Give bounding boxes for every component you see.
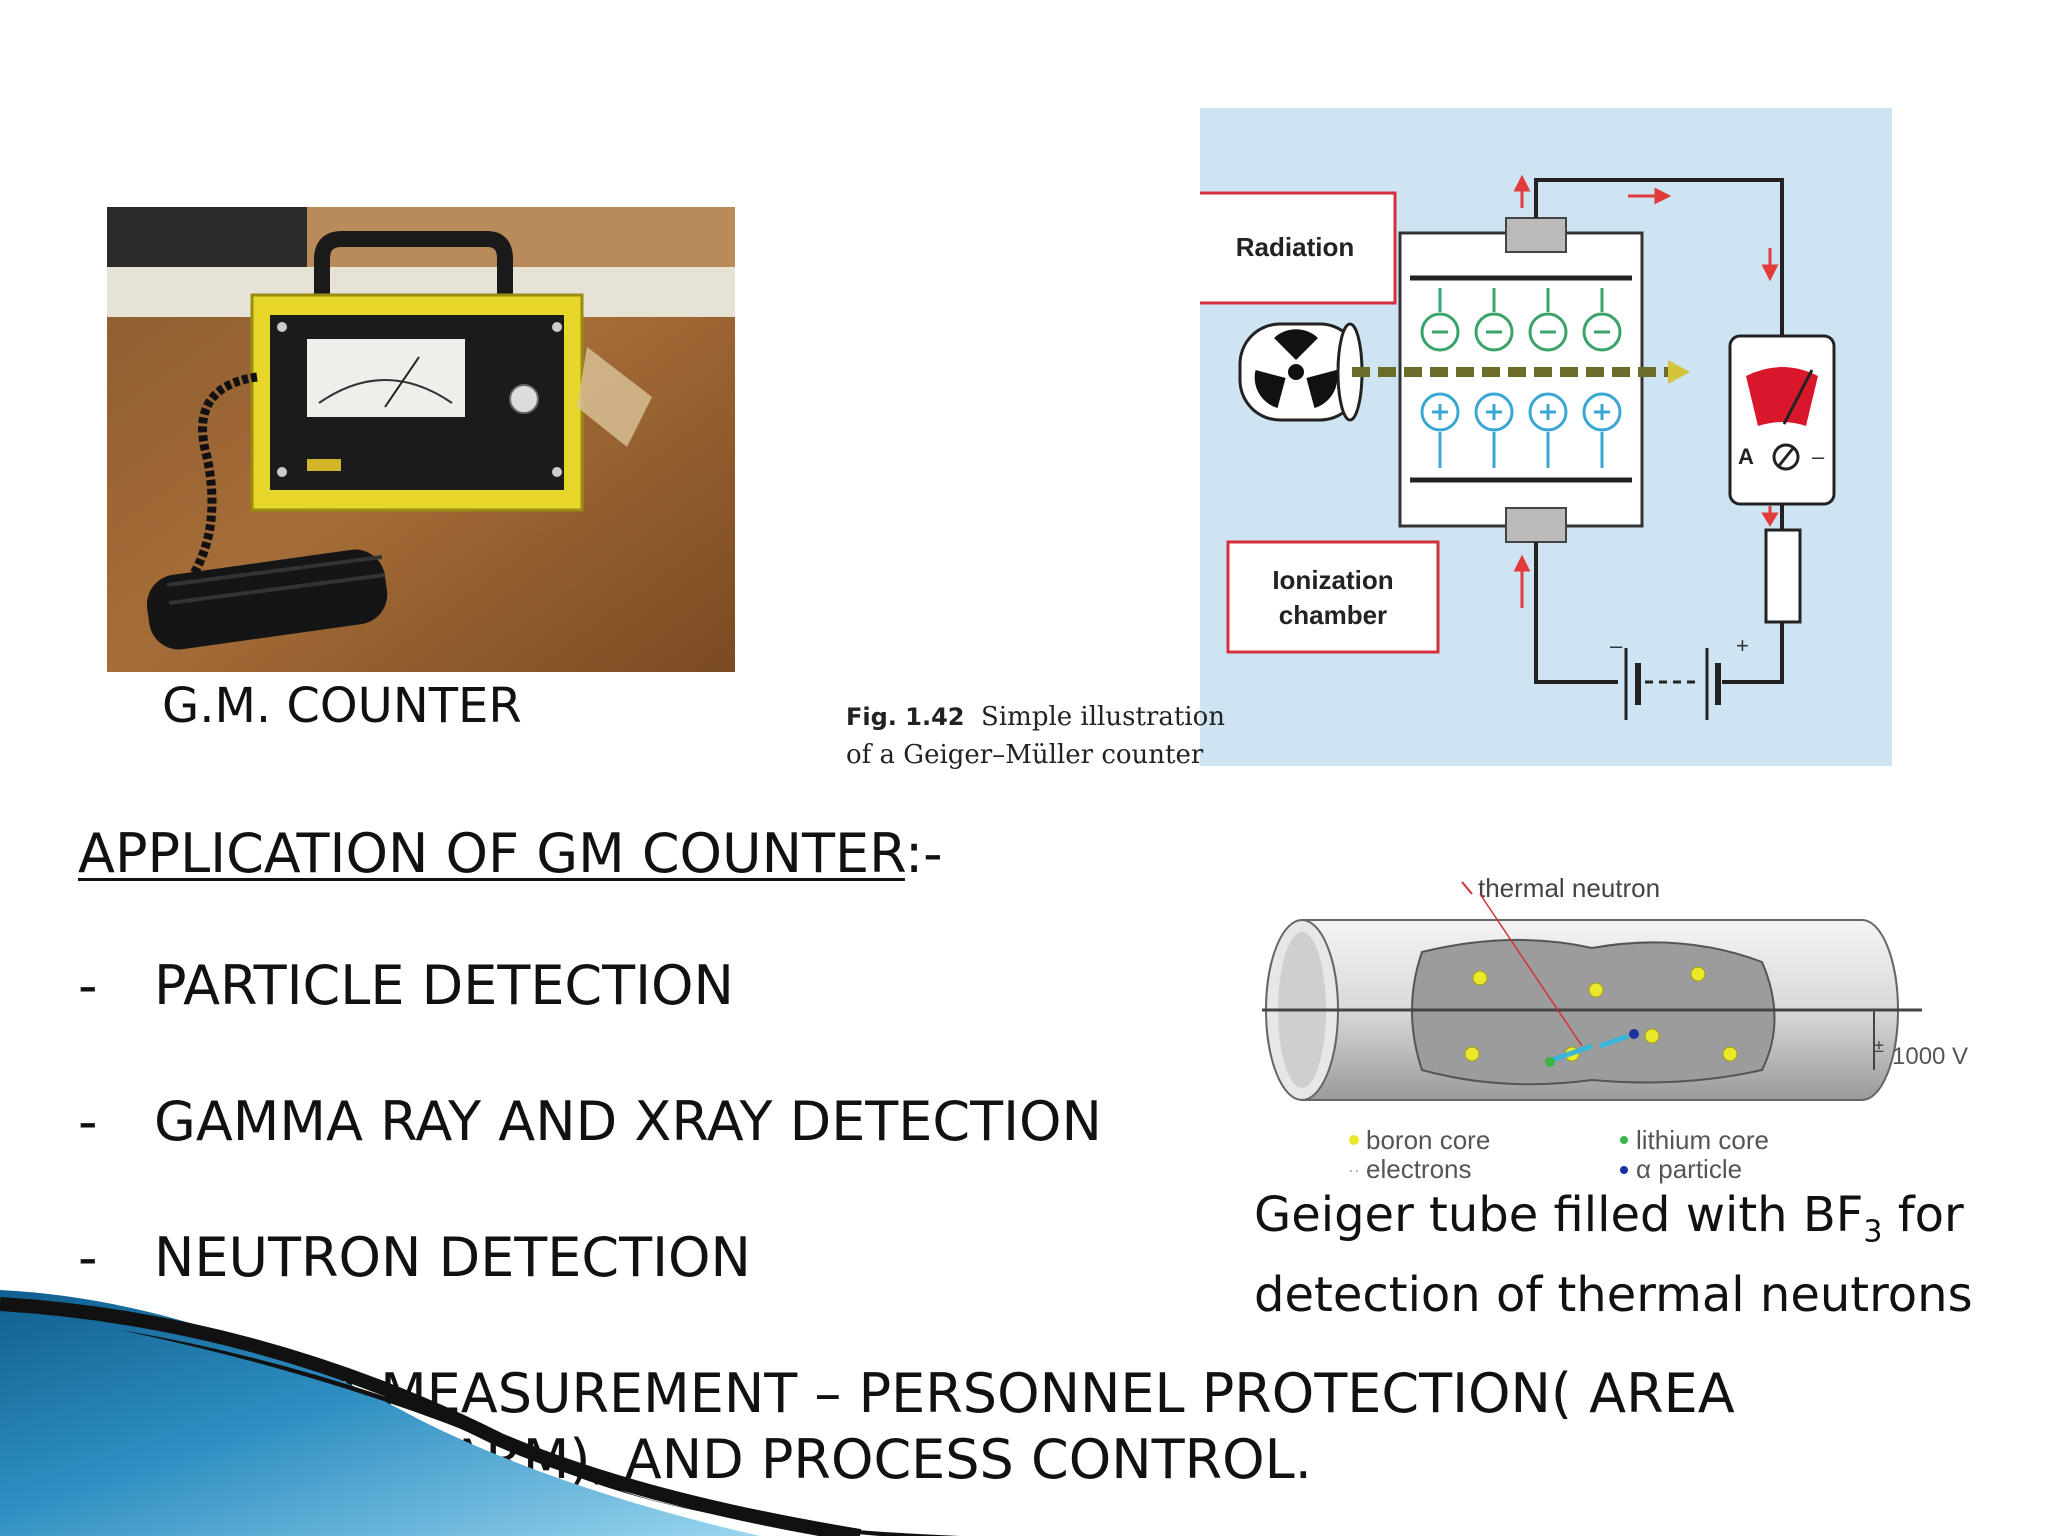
battery-minus: –	[1610, 633, 1623, 658]
photo-caption: G.M. COUNTER	[162, 678, 522, 734]
geiger-muller-diagram: Radiation Ionization chamber – + A –	[1200, 108, 1892, 766]
figure-caption: Fig. 1.42 Simple illustration of a Geige…	[846, 698, 1225, 774]
radiation-label: Radiation	[1236, 232, 1354, 262]
figure-caption-line2: of a Geiger–Müller counter	[846, 740, 1204, 770]
chamber-label-line1: Ionization	[1272, 565, 1393, 595]
voltage-label: 1000 V	[1892, 1043, 1968, 1070]
bullet-dash: -	[78, 954, 98, 1017]
radiation-label-box	[1200, 191, 1397, 305]
gm-counter-photo	[107, 207, 735, 672]
bullet-text: NEUTRON DETECTION	[154, 1226, 751, 1289]
battery-plus: +	[1736, 633, 1749, 658]
legend-lithium: lithium core	[1636, 1125, 1769, 1155]
svg-text:··: ··	[1348, 1160, 1360, 1180]
heading-title: APPLICATION OF GM COUNTER	[78, 822, 905, 885]
heading-suffix: :-	[904, 822, 943, 885]
bf3-tube-diagram: thermal neutron ± 1000 V boron core ·· e…	[1262, 873, 1968, 1184]
ammeter-a: A	[1738, 444, 1754, 469]
figure-caption-line1: Simple illustration	[981, 702, 1225, 732]
bullet-text: GAMMA MEASUREMENT – PERSONNEL PROTECTION…	[154, 1362, 1735, 1425]
decorative-wave	[0, 1290, 960, 1536]
chamber-label-line2: chamber	[1279, 600, 1387, 630]
svg-text:±: ±	[1874, 1036, 1884, 1056]
ammeter-minus: –	[1812, 444, 1825, 469]
thermal-neutron-label: thermal neutron	[1478, 873, 1660, 903]
legend-electrons: electrons	[1366, 1154, 1472, 1184]
radiation-symbol-icon	[1254, 329, 1338, 409]
legend-boron: boron core	[1366, 1125, 1490, 1155]
bullet-dash: -	[78, 1090, 98, 1153]
applications-heading: APPLICATION OF GM COUNTER:-	[78, 822, 943, 885]
bf3-caption: Geiger tube filled with BF3 for detectio…	[1254, 1184, 1973, 1326]
ionization-chamber	[1398, 231, 1644, 528]
resistor	[1764, 528, 1802, 624]
bullet-text: GAMMA RAY AND XRAY DETECTION	[154, 1090, 1102, 1153]
bullet-dash: -	[78, 1226, 98, 1289]
bullet-text: PARTICLE DETECTION	[154, 954, 734, 1017]
bf3-caption-line2: detection of thermal neutrons	[1254, 1266, 1973, 1323]
bf3-caption-subscript: 3	[1863, 1214, 1883, 1250]
legend-alpha: α particle	[1636, 1154, 1742, 1184]
chamber-label-box	[1226, 540, 1440, 654]
figure-number: Fig. 1.42	[846, 703, 965, 731]
bf3-caption-line1: Geiger tube filled with BF	[1254, 1187, 1864, 1243]
bf3-caption-line1-end: for	[1882, 1187, 1964, 1243]
